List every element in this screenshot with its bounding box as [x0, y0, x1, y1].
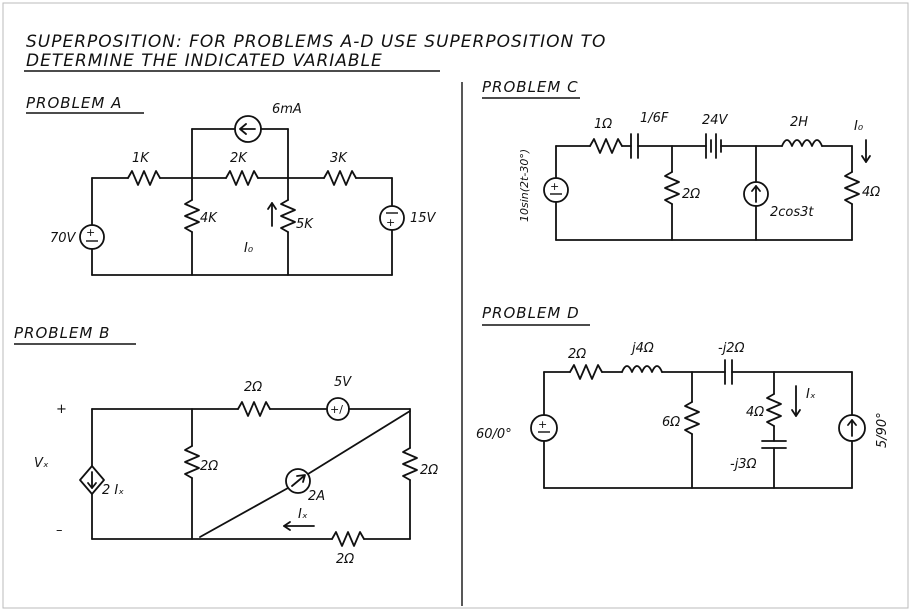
problem-a-circuit: PROBLEM A + 70V 1K 2K 3K 6mA +	[26, 94, 437, 276]
problem-b-minus-terminal: –	[56, 523, 63, 538]
problem-c-voltage-source-label: 10sin(2t-30°)	[518, 149, 531, 222]
problem-c-2ohm-label: 2Ω	[682, 187, 700, 202]
problem-c-circuit: PROBLEM C + 10sin(2t-30°) 1Ω 1/6F 24V 2H…	[482, 78, 880, 241]
problem-b-heading: PROBLEM B	[14, 324, 110, 342]
problem-c-4ohm-resistor	[844, 171, 860, 205]
problem-a-2k-resistor	[225, 170, 259, 186]
problem-b-2a-current-source	[285, 468, 311, 494]
problem-b-circuit: PROBLEM B +/ 2Ω 5V 2 Iₓ + Vₓ – 2Ω 2A	[14, 324, 438, 567]
problem-c-current-source-label: 2cos3t	[770, 205, 814, 220]
problem-a-io-label: I₀	[244, 241, 254, 256]
problem-b-ix-label: Iₓ	[298, 507, 308, 522]
problem-b-5v-label: 5V	[334, 375, 352, 390]
problem-b-vx-label: Vₓ	[34, 456, 49, 471]
problem-d-ix-label: Iₓ	[806, 387, 816, 402]
worksheet-title-line2: DETERMINE THE INDICATED VARIABLE	[26, 51, 383, 71]
problem-b-bottom-resistor	[331, 531, 365, 547]
problem-c-heading: PROBLEM C	[482, 78, 579, 96]
problem-a-left-voltage-label: 70V	[50, 231, 77, 246]
problem-a-5k-label: 5K	[296, 217, 314, 232]
problem-d-heading: PROBLEM D	[482, 304, 580, 322]
problem-a-6ma-label: 6mA	[272, 102, 302, 117]
problem-b-bottom-resistor-label: 2Ω	[336, 552, 354, 567]
problem-d-current-source-label: 5/90°	[875, 412, 890, 448]
problem-a-4k-resistor	[184, 199, 200, 233]
svg-text:+: +	[86, 226, 95, 239]
problem-d-inductor-label: j4Ω	[630, 341, 654, 356]
problem-a-right-voltage-source	[379, 205, 405, 231]
problem-b-plus-terminal: +	[56, 402, 67, 417]
problem-c-io-label: I₀	[854, 119, 864, 134]
problem-b-top-resistor-label: 2Ω	[244, 380, 262, 395]
problem-c-1ohm-label: 1Ω	[594, 117, 612, 132]
problem-a-right-voltage-label: 15V	[410, 211, 437, 226]
problem-a-3k-label: 3K	[330, 151, 348, 166]
problem-a-left-voltage-source	[79, 224, 105, 250]
problem-d-voltage-source-label: 60/0°	[476, 427, 512, 442]
worksheet-title-line1: SUPERPOSITION: FOR PROBLEMS A-D USE SUPE…	[26, 32, 606, 52]
problem-a-3k-resistor	[323, 170, 357, 186]
problem-d-4ohm-resistor	[766, 393, 782, 427]
problem-c-inductor-label: 2H	[790, 115, 808, 130]
problem-a-2k-label: 2K	[230, 151, 248, 166]
problem-c-capacitor-label: 1/6F	[640, 111, 669, 126]
problem-d-2ohm-resistor	[569, 364, 603, 380]
problem-d-inductor	[621, 365, 663, 373]
problem-d-2ohm-label: 2Ω	[568, 347, 586, 362]
svg-text:+/: +/	[330, 403, 343, 416]
problem-a-1k-label: 1K	[132, 151, 150, 166]
problem-b-2a-label: 2A	[308, 489, 325, 504]
problem-d-circuit: PROBLEM D + 60/0° 2Ω j4Ω -j2Ω 6Ω 4Ω	[476, 304, 890, 489]
svg-text:+: +	[538, 418, 547, 431]
problem-a-heading: PROBLEM A	[26, 94, 122, 112]
problem-b-shunt-resistor-label: 2Ω	[200, 459, 218, 474]
problem-a-1k-resistor	[127, 170, 161, 186]
problem-c-1ohm-resistor	[589, 138, 623, 154]
problem-b-right-resistor	[402, 447, 418, 481]
problem-b-top-resistor	[237, 401, 271, 417]
problem-d-6ohm-label: 6Ω	[662, 415, 680, 430]
problem-c-2ohm-resistor	[664, 171, 680, 205]
problem-d-capacitor-label: -j2Ω	[718, 341, 745, 356]
problem-d-4ohm-label: 4Ω	[746, 405, 764, 420]
problem-b-right-resistor-label: 2Ω	[420, 463, 438, 478]
problem-c-inductor	[781, 139, 823, 147]
problem-b-dependent-source-label: 2 Iₓ	[102, 483, 124, 498]
problem-d-branch-capacitor-label: -j3Ω	[730, 457, 757, 472]
problem-c-4ohm-label: 4Ω	[862, 185, 880, 200]
problem-c-24v-label: 24V	[702, 113, 729, 128]
svg-text:+: +	[386, 216, 395, 229]
problem-a-4k-label: 4K	[200, 211, 218, 226]
svg-text:+: +	[550, 180, 559, 193]
problem-a-5k-resistor	[280, 199, 296, 233]
problem-d-6ohm-resistor	[684, 401, 700, 435]
problem-b-shunt-resistor	[184, 445, 200, 479]
